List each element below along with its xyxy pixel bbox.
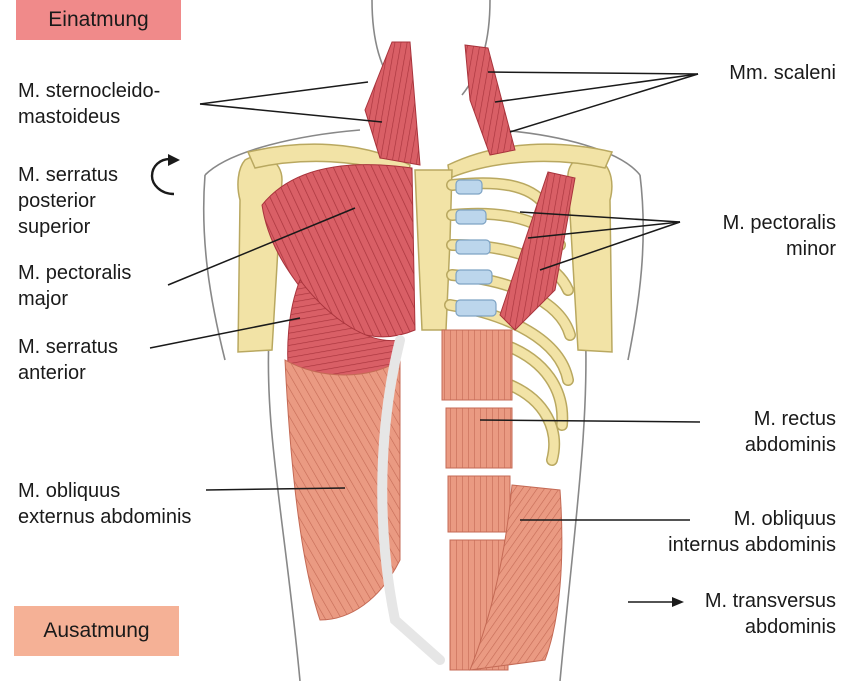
right-arrow-icon — [672, 597, 684, 607]
label-obliquus-externus: M. obliquus externus abdominis — [18, 478, 191, 530]
label-obliquus-internus: M. obliquus internus abdominis — [668, 506, 836, 558]
curved-arrow-icon — [146, 154, 190, 200]
label-scaleni: Mm. scaleni — [729, 60, 836, 86]
leader-lines — [150, 72, 700, 602]
label-sternocleidomastoideus: M. sternocleido- mastoideus — [18, 78, 160, 130]
label-serratus-anterior: M. serratus anterior — [18, 334, 118, 386]
label-pectoralis-major: M. pectoralis major — [18, 260, 131, 312]
exhale-label: Ausatmung — [43, 619, 149, 643]
inhale-badge: Einatmung — [16, 0, 181, 40]
label-rectus-abdominis: M. rectus abdominis — [745, 406, 836, 458]
sternocleidomastoid-muscle — [365, 42, 420, 165]
costal-cartilage — [456, 180, 496, 316]
label-pectoralis-minor: M. pectoralis minor — [723, 210, 836, 262]
label-transversus-abdominis: M. transversus abdominis — [705, 588, 836, 640]
pectoralis-major-muscle — [262, 165, 415, 337]
right-humerus — [568, 156, 612, 352]
inhale-label: Einatmung — [48, 8, 148, 32]
exhale-badge: Ausatmung — [14, 606, 179, 656]
label-serratus-posterior-superior: M. serratus posterior superior — [18, 162, 118, 240]
